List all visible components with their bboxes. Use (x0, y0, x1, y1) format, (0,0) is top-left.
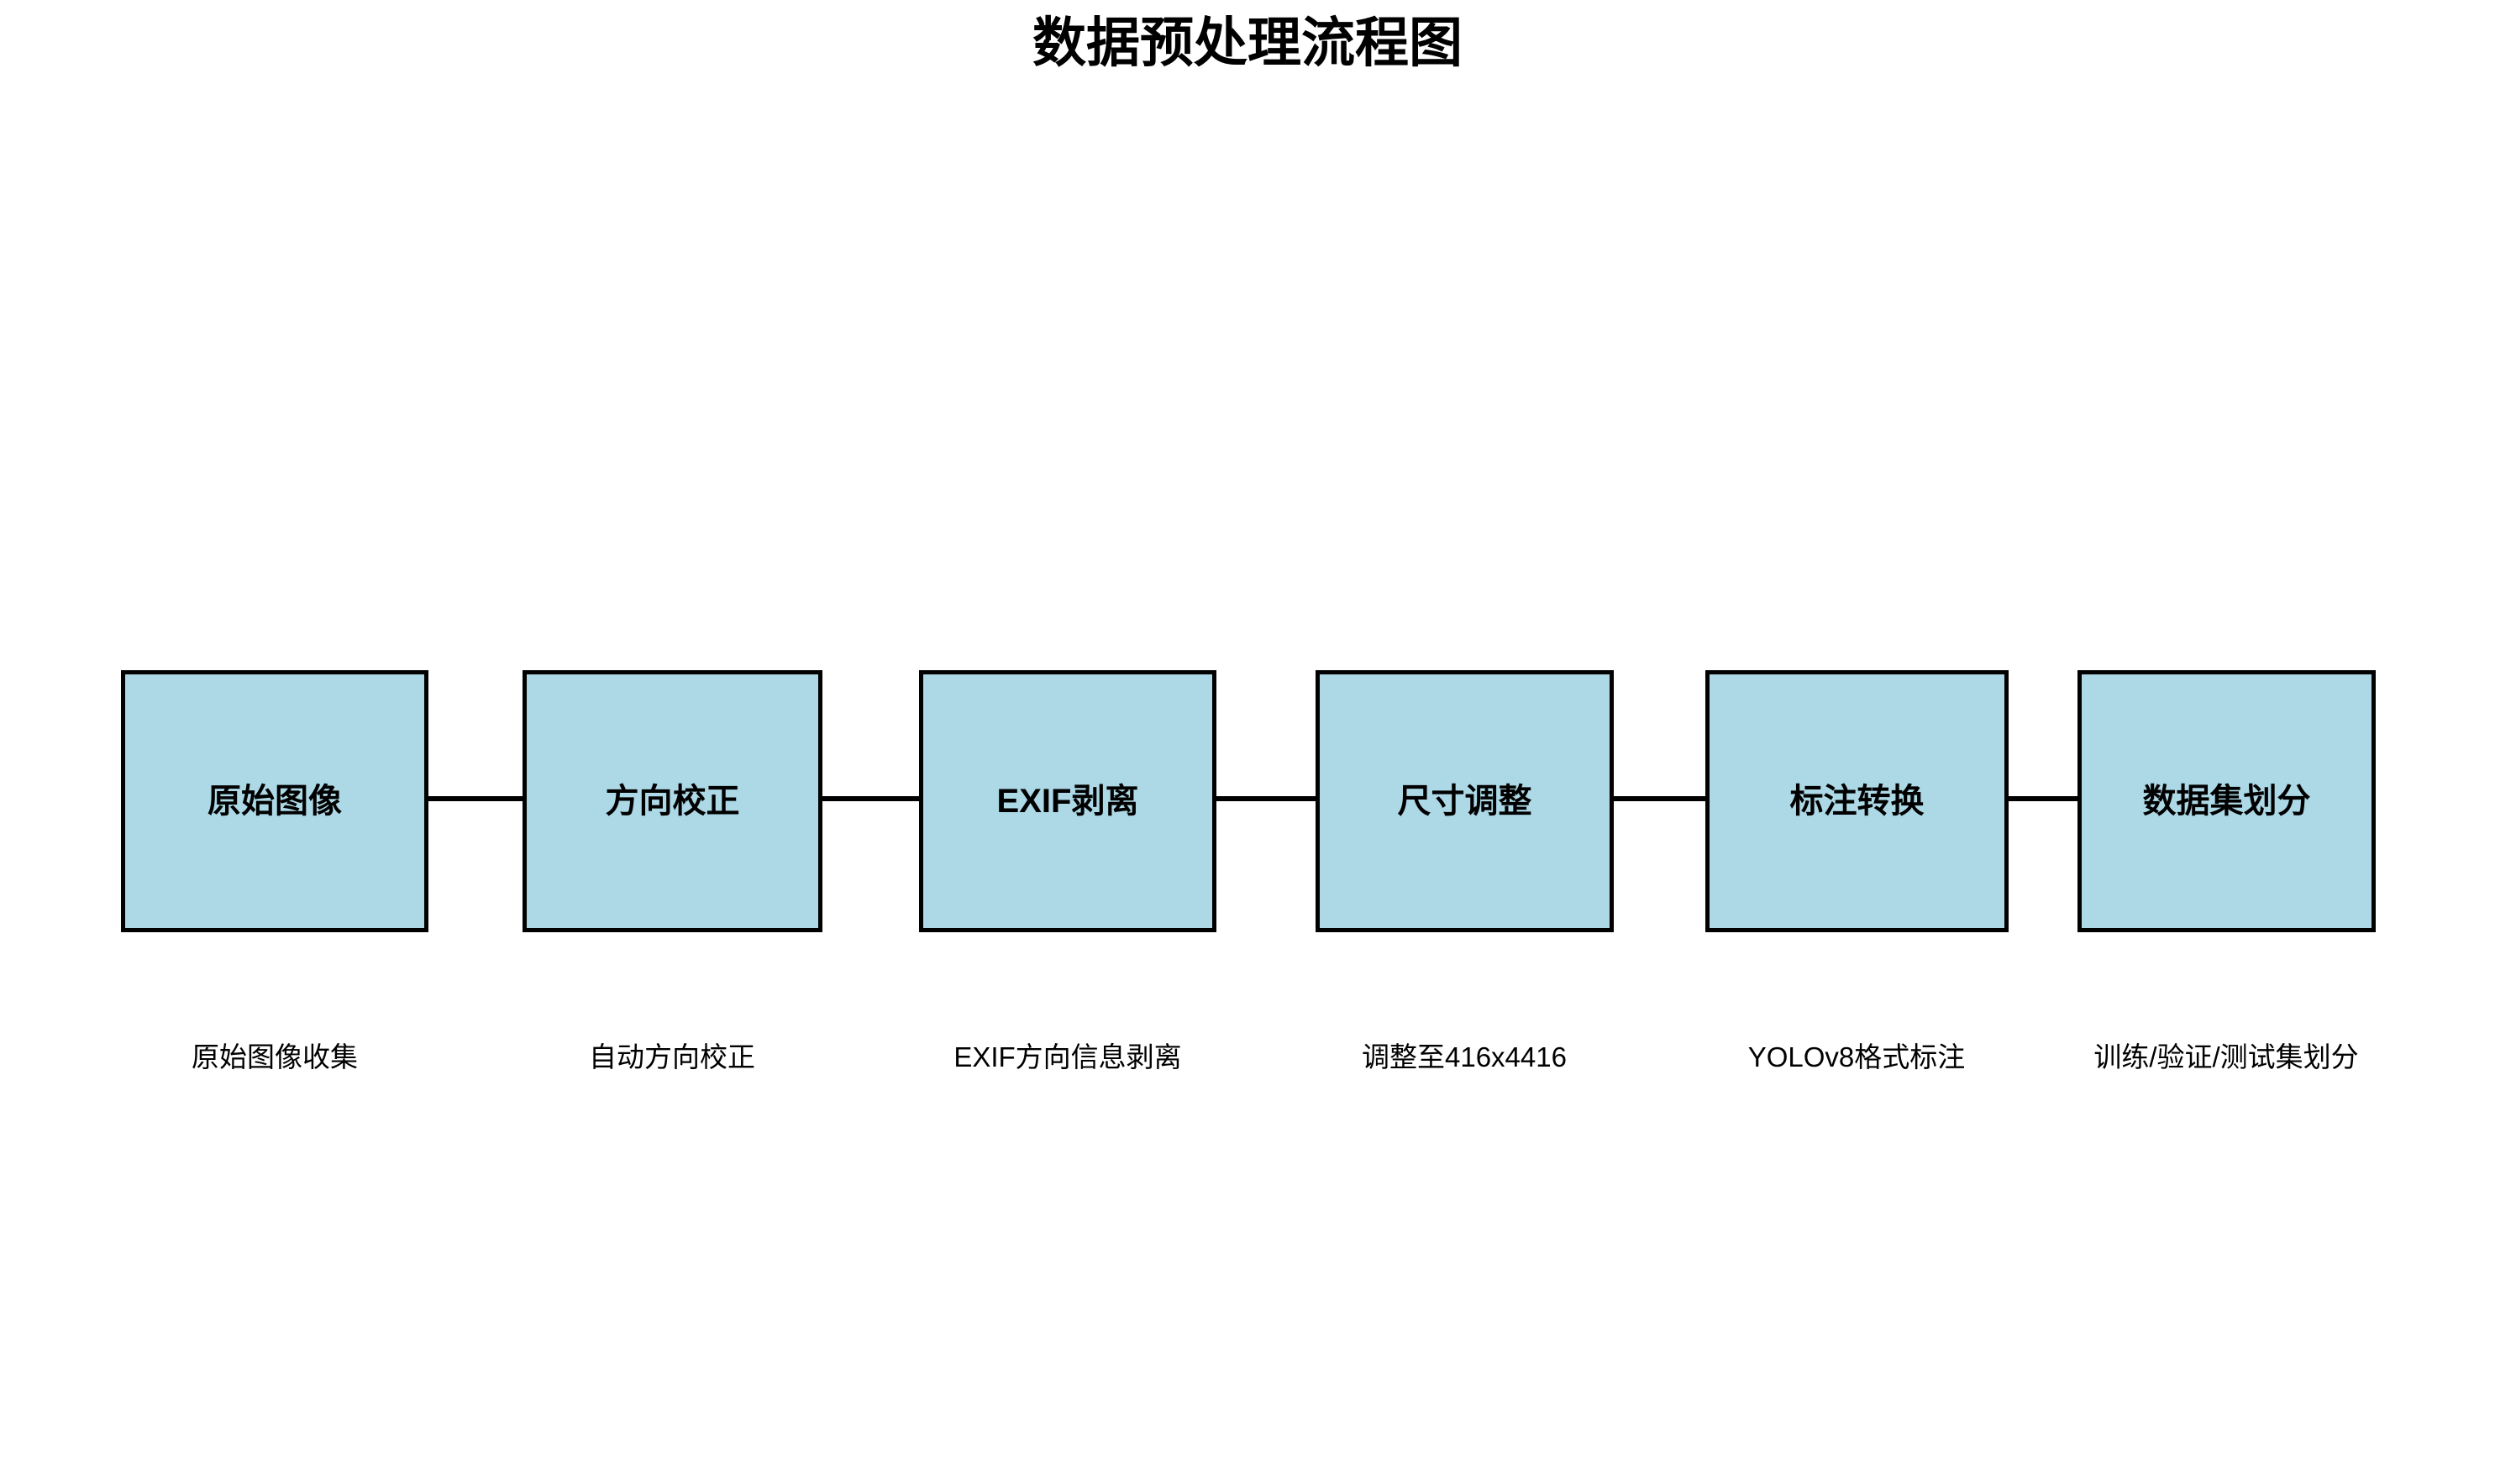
flow-node-original-image[interactable]: 原始图像 (121, 670, 428, 932)
flow-node-exif-strip[interactable]: EXIF剥离 (919, 670, 1216, 932)
page-title: 数据预处理流程图 (1032, 13, 1463, 73)
flow-caption-orientation-correction: 自动方向校正 (589, 1041, 755, 1072)
flow-node-label: 标注转换 (1789, 783, 1925, 820)
flow-caption-resize: 调整至416x4416 (1362, 1041, 1567, 1072)
flow-node-label: 尺寸调整 (1397, 783, 1532, 820)
flow-caption-dataset-split: 训练/验证/测试集划分 (2093, 1041, 2359, 1072)
connector-n5-n6 (2009, 796, 2077, 801)
flow-caption-annotation-convert: YOLOv8格式标注 (1747, 1041, 1966, 1072)
flow-caption-original-image: 原始图像收集 (192, 1041, 358, 1072)
flow-caption-exif-strip: EXIF方向信息剥离 (953, 1041, 1182, 1072)
flow-node-resize[interactable]: 尺寸调整 (1316, 670, 1614, 932)
connector-n3-n4 (1216, 796, 1316, 801)
flow-caption-row: 原始图像收集 自动方向校正 EXIF方向信息剥离 调整至416x4416 YOL… (0, 1040, 2495, 1090)
flow-node-annotation-convert[interactable]: 标注转换 (1705, 670, 2009, 932)
flow-node-dataset-split[interactable]: 数据集划分 (2077, 670, 2376, 932)
flow-node-row: 原始图像 方向校正 EXIF剥离 尺寸调整 标注转换 数据集划分 (0, 670, 2495, 932)
flow-node-label: 方向校正 (605, 783, 740, 820)
connector-n1-n2 (428, 796, 523, 801)
flow-node-label: 数据集划分 (2142, 783, 2311, 820)
connector-n2-n3 (822, 796, 919, 801)
flow-node-label: EXIF剥离 (996, 783, 1139, 820)
flow-node-label: 原始图像 (207, 783, 342, 820)
flow-node-orientation-correction[interactable]: 方向校正 (523, 670, 822, 932)
connector-n4-n5 (1614, 796, 1705, 801)
